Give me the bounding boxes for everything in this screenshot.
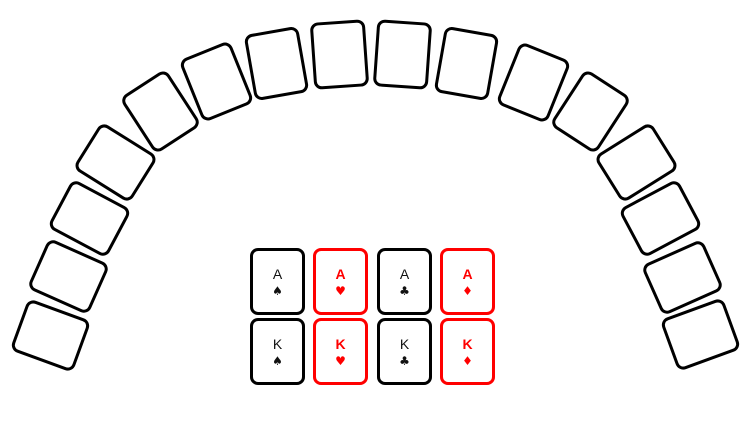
card-rank: K (272, 336, 283, 352)
diamonds-icon: ♦ (462, 354, 473, 368)
card-a-clubs[interactable]: A ♣ (377, 248, 432, 315)
empty-card-slot-10[interactable] (433, 25, 499, 101)
card-k-hearts[interactable]: K ♥ (313, 318, 368, 385)
card-rank: K (462, 336, 473, 352)
empty-card-slot-9[interactable] (372, 18, 432, 90)
hearts-icon: ♥ (335, 284, 346, 298)
card-rank: A (272, 266, 283, 282)
clubs-icon: ♣ (399, 284, 410, 298)
spades-icon: ♠ (272, 284, 283, 298)
card-rank: K (335, 336, 346, 352)
card-k-spades[interactable]: K ♠ (250, 318, 305, 385)
card-rank: A (399, 266, 410, 282)
spades-icon: ♠ (272, 354, 283, 368)
card-a-diamonds[interactable]: A ♦ (440, 248, 495, 315)
card-a-spades[interactable]: A ♠ (250, 248, 305, 315)
card-rank: K (399, 336, 410, 352)
empty-card-slot-7[interactable] (243, 25, 309, 101)
hearts-icon: ♥ (335, 354, 346, 368)
card-a-hearts[interactable]: A ♥ (313, 248, 368, 315)
card-k-diamonds[interactable]: K ♦ (440, 318, 495, 385)
empty-card-slot-8[interactable] (309, 18, 369, 90)
card-rank: A (335, 266, 346, 282)
card-k-clubs[interactable]: K ♣ (377, 318, 432, 385)
clubs-icon: ♣ (399, 354, 410, 368)
diamonds-icon: ♦ (462, 284, 473, 298)
card-rank: A (462, 266, 473, 282)
